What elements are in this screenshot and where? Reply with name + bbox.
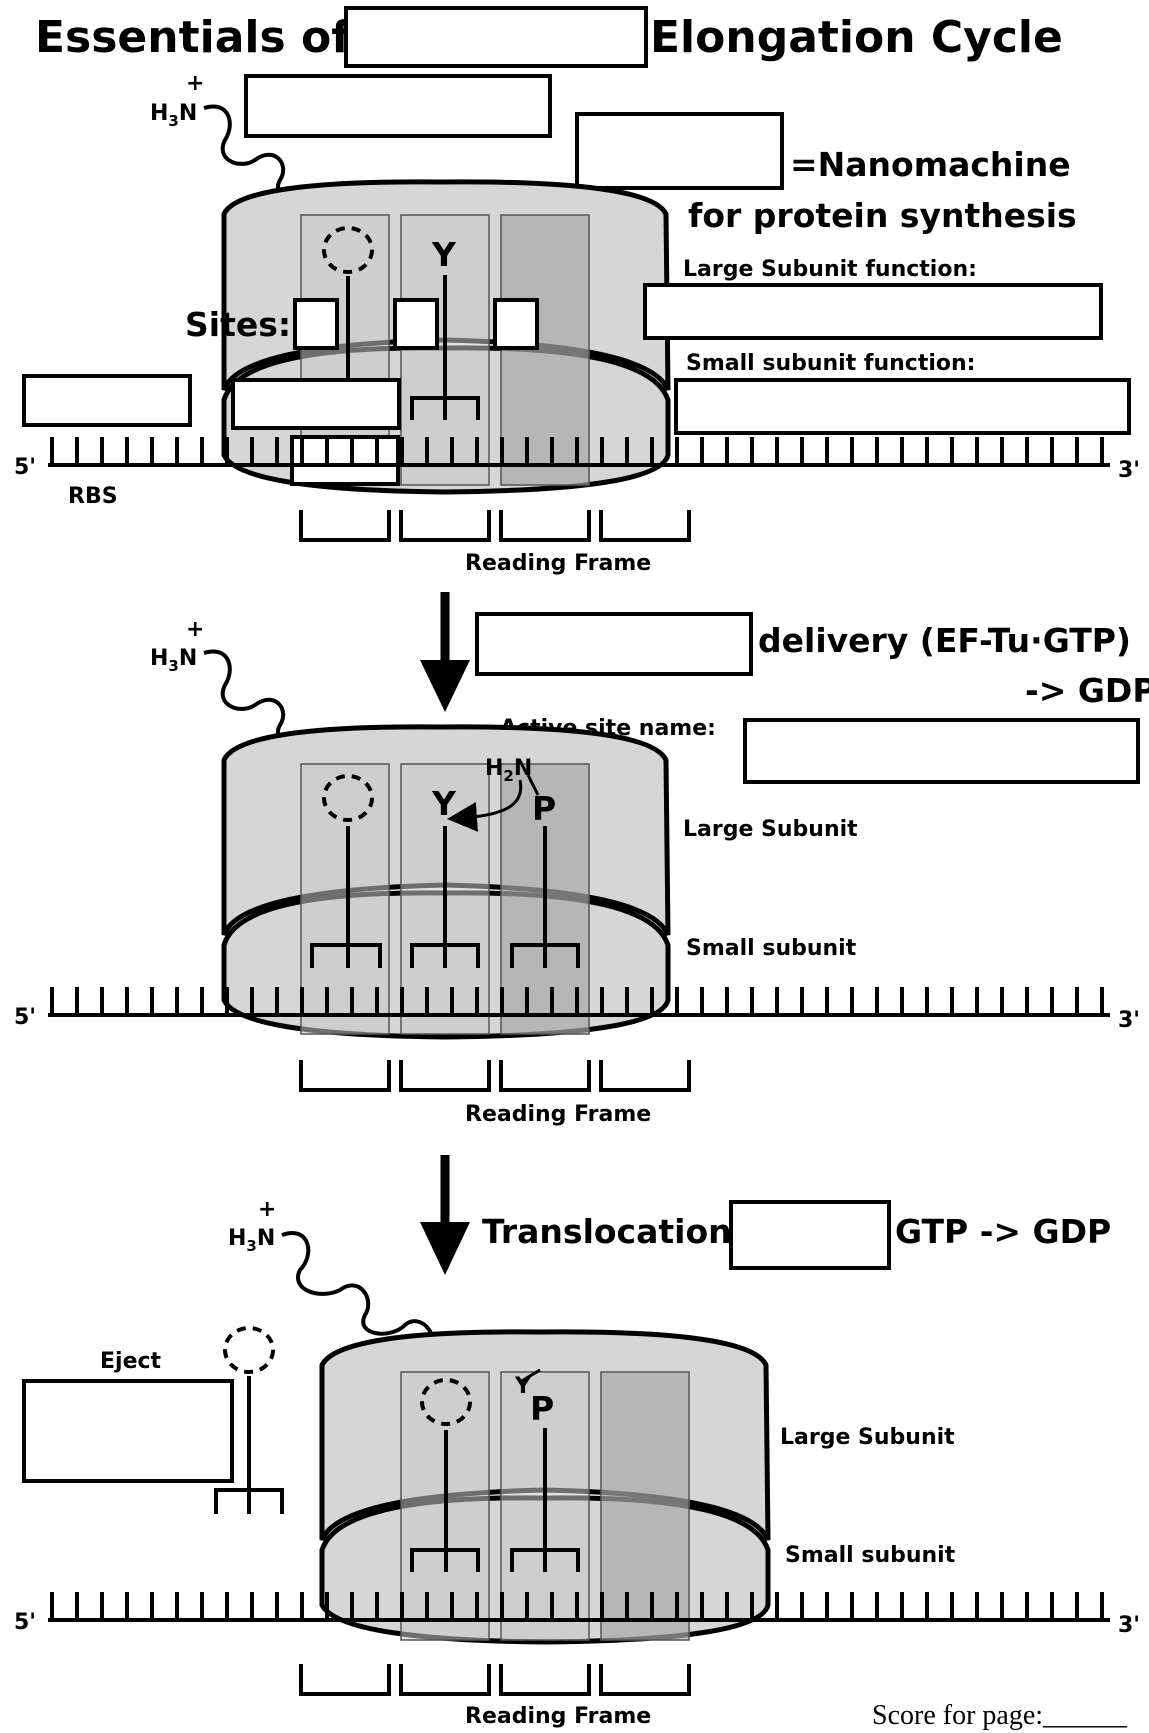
reading-frame-brackets	[301, 510, 689, 540]
small-subunit-label-3: Small subunit	[785, 1543, 956, 1568]
title-prefix: Essentials of	[35, 12, 351, 63]
panel-3-translocation-state: Translocation GTP -> GDP H3N + Y P Large…	[14, 1197, 1140, 1729]
site-blank-box-2[interactable]	[395, 300, 437, 348]
amino-terminus-label: H3N	[150, 101, 197, 130]
three-prime-label: 3'	[1118, 458, 1140, 483]
sites-label: Sites:	[185, 305, 291, 344]
large-subunit-function-blank[interactable]	[645, 285, 1101, 338]
title-blank-box[interactable]	[346, 8, 646, 66]
delivery-label: delivery (EF-Tu·GTP)	[758, 621, 1131, 660]
gtp-gdp-label: GTP -> GDP	[895, 1212, 1111, 1251]
translocation-blank-box[interactable]	[731, 1202, 889, 1268]
plus-charge-icon-3: +	[258, 1197, 276, 1222]
site-blank-box-1[interactable]	[295, 300, 337, 348]
reading-frame-brackets-3	[301, 1664, 689, 1694]
panel-1-initial-state: H3N + =Nanomachine for protein synthesis…	[14, 71, 1140, 576]
ejected-trna-fork	[216, 1490, 282, 1514]
step-arrow-1	[420, 592, 470, 712]
mrna-bases	[52, 437, 1102, 465]
rbs-label: RBS	[68, 484, 118, 509]
amino-acid-y: Y	[431, 235, 457, 274]
mrna-blank-box[interactable]	[24, 376, 190, 425]
amino-acid-p-3: P	[530, 1389, 554, 1428]
reading-frame-brackets-2	[301, 1060, 689, 1090]
large-subunit-label-3: Large Subunit	[780, 1425, 955, 1450]
title-suffix: Elongation Cycle	[650, 12, 1063, 63]
small-subunit-label-2: Small subunit	[686, 936, 857, 961]
codon-blank-box[interactable]	[292, 437, 398, 484]
trna-blank-box[interactable]	[233, 380, 399, 428]
amino-acid-y-2: Y	[431, 784, 457, 823]
plus-charge-icon: +	[186, 71, 204, 96]
amino-terminus-label-3: H3N	[228, 1226, 275, 1255]
amino-acid-p: P	[532, 789, 556, 828]
five-prime-label-2: 5'	[14, 1005, 36, 1030]
translocation-label: Translocation	[482, 1212, 732, 1251]
ejected-trna-dashed-circle	[225, 1328, 273, 1372]
reading-frame-label-2: Reading Frame	[465, 1102, 651, 1127]
eject-label: Eject	[100, 1349, 162, 1374]
gdp-label: -> GDP	[1025, 671, 1149, 710]
reading-frame-label: Reading Frame	[465, 551, 651, 576]
three-prime-label-2: 3'	[1118, 1008, 1140, 1033]
nanomachine-text-2: for protein synthesis	[688, 196, 1077, 235]
three-prime-label-3: 3'	[1118, 1613, 1140, 1638]
peptide-blank-box[interactable]	[246, 76, 550, 136]
mrna-bases-2	[52, 987, 1102, 1015]
reading-frame-label-3: Reading Frame	[465, 1704, 651, 1729]
large-subunit-label-2: Large Subunit	[683, 817, 858, 842]
nanomachine-text: =Nanomachine	[790, 145, 1071, 184]
small-subunit-function-label: Small subunit function:	[686, 351, 975, 376]
five-prime-label: 5'	[14, 455, 36, 480]
delivery-blank-box[interactable]	[477, 614, 751, 674]
amino-terminus-label-2: H3N	[150, 646, 197, 675]
small-subunit-function-blank[interactable]	[676, 380, 1129, 433]
site-blank-box-3[interactable]	[495, 300, 537, 348]
mrna-bases-3	[52, 1592, 1102, 1620]
large-subunit-function-label: Large Subunit function:	[683, 257, 977, 282]
panel-2-delivery-state: delivery (EF-Tu·GTP) -> GDP Active site …	[14, 614, 1149, 1127]
nanomachine-blank-box[interactable]	[577, 114, 782, 188]
eject-blank-box[interactable]	[24, 1381, 232, 1481]
active-site-blank-box[interactable]	[745, 720, 1138, 782]
score-field[interactable]: Score for page:______	[872, 1700, 1128, 1731]
step-arrow-2	[420, 1155, 470, 1275]
five-prime-label-3: 5'	[14, 1610, 36, 1635]
plus-charge-icon-2: +	[186, 617, 204, 642]
